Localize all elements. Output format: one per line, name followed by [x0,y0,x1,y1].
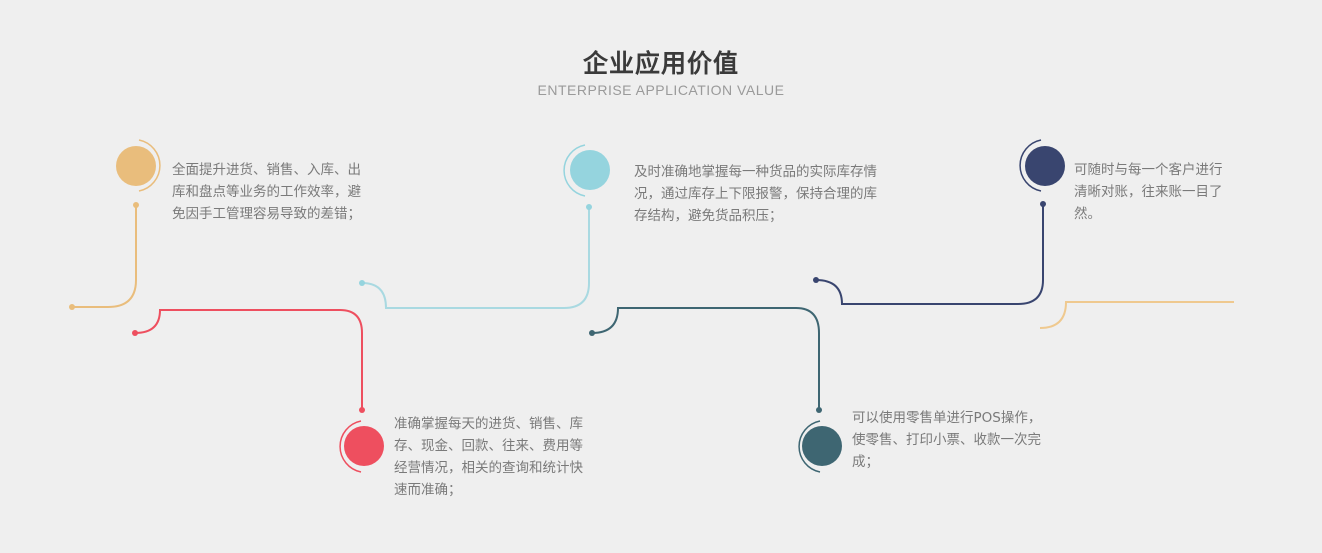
value-point-1-text: 全面提升进货、销售、入库、出库和盘点等业务的工作效率，避免因手工管理容易导致的差… [172,162,361,222]
arc-cyan [563,144,586,197]
dot-red-end [359,407,365,413]
value-point-2-text: 及时准确地掌握每一种货品的实际库存情况，通过库存上下限报警，保持合理的库存结构，… [634,164,877,224]
connector-tail-orange [1039,301,1234,329]
dot-cyan-start [359,280,365,286]
dot-teal-start [589,330,595,336]
arc-navy [1019,139,1042,192]
arc-orange [138,139,161,192]
dot-teal-end [816,407,822,413]
node-cyan [570,150,610,190]
value-point-3-text: 可随时与每一个客户进行清晰对账，往来账一目了然。 [1074,162,1223,222]
arc-teal [798,420,821,473]
arc-red [339,420,362,473]
dot-red-start [132,330,138,336]
dot-navy-start [813,277,819,283]
connector-cyan [361,207,590,309]
node-red [344,426,384,466]
node-orange [116,146,156,186]
dot-orange-start [69,304,75,310]
page-title: 企业应用价值 [582,49,739,78]
node-navy [1025,146,1065,186]
dot-navy-end [1040,201,1046,207]
node-teal [802,426,842,466]
page-subtitle: ENTERPRISE APPLICATION VALUE [537,82,785,98]
connector-teal [591,307,820,410]
value-point-4-text: 准确掌握每天的进货、销售、库存、现金、回款、往来、费用等经营情况，相关的查询和统… [394,416,583,498]
dot-cyan-end [586,204,592,210]
connector-red [134,309,363,410]
connector-navy [815,204,1044,305]
value-point-5-text: 可以使用零售单进行POS操作，使零售、打印小票、收款一次完成； [852,410,1042,470]
dot-orange-end [133,202,139,208]
connector-orange [72,205,137,308]
